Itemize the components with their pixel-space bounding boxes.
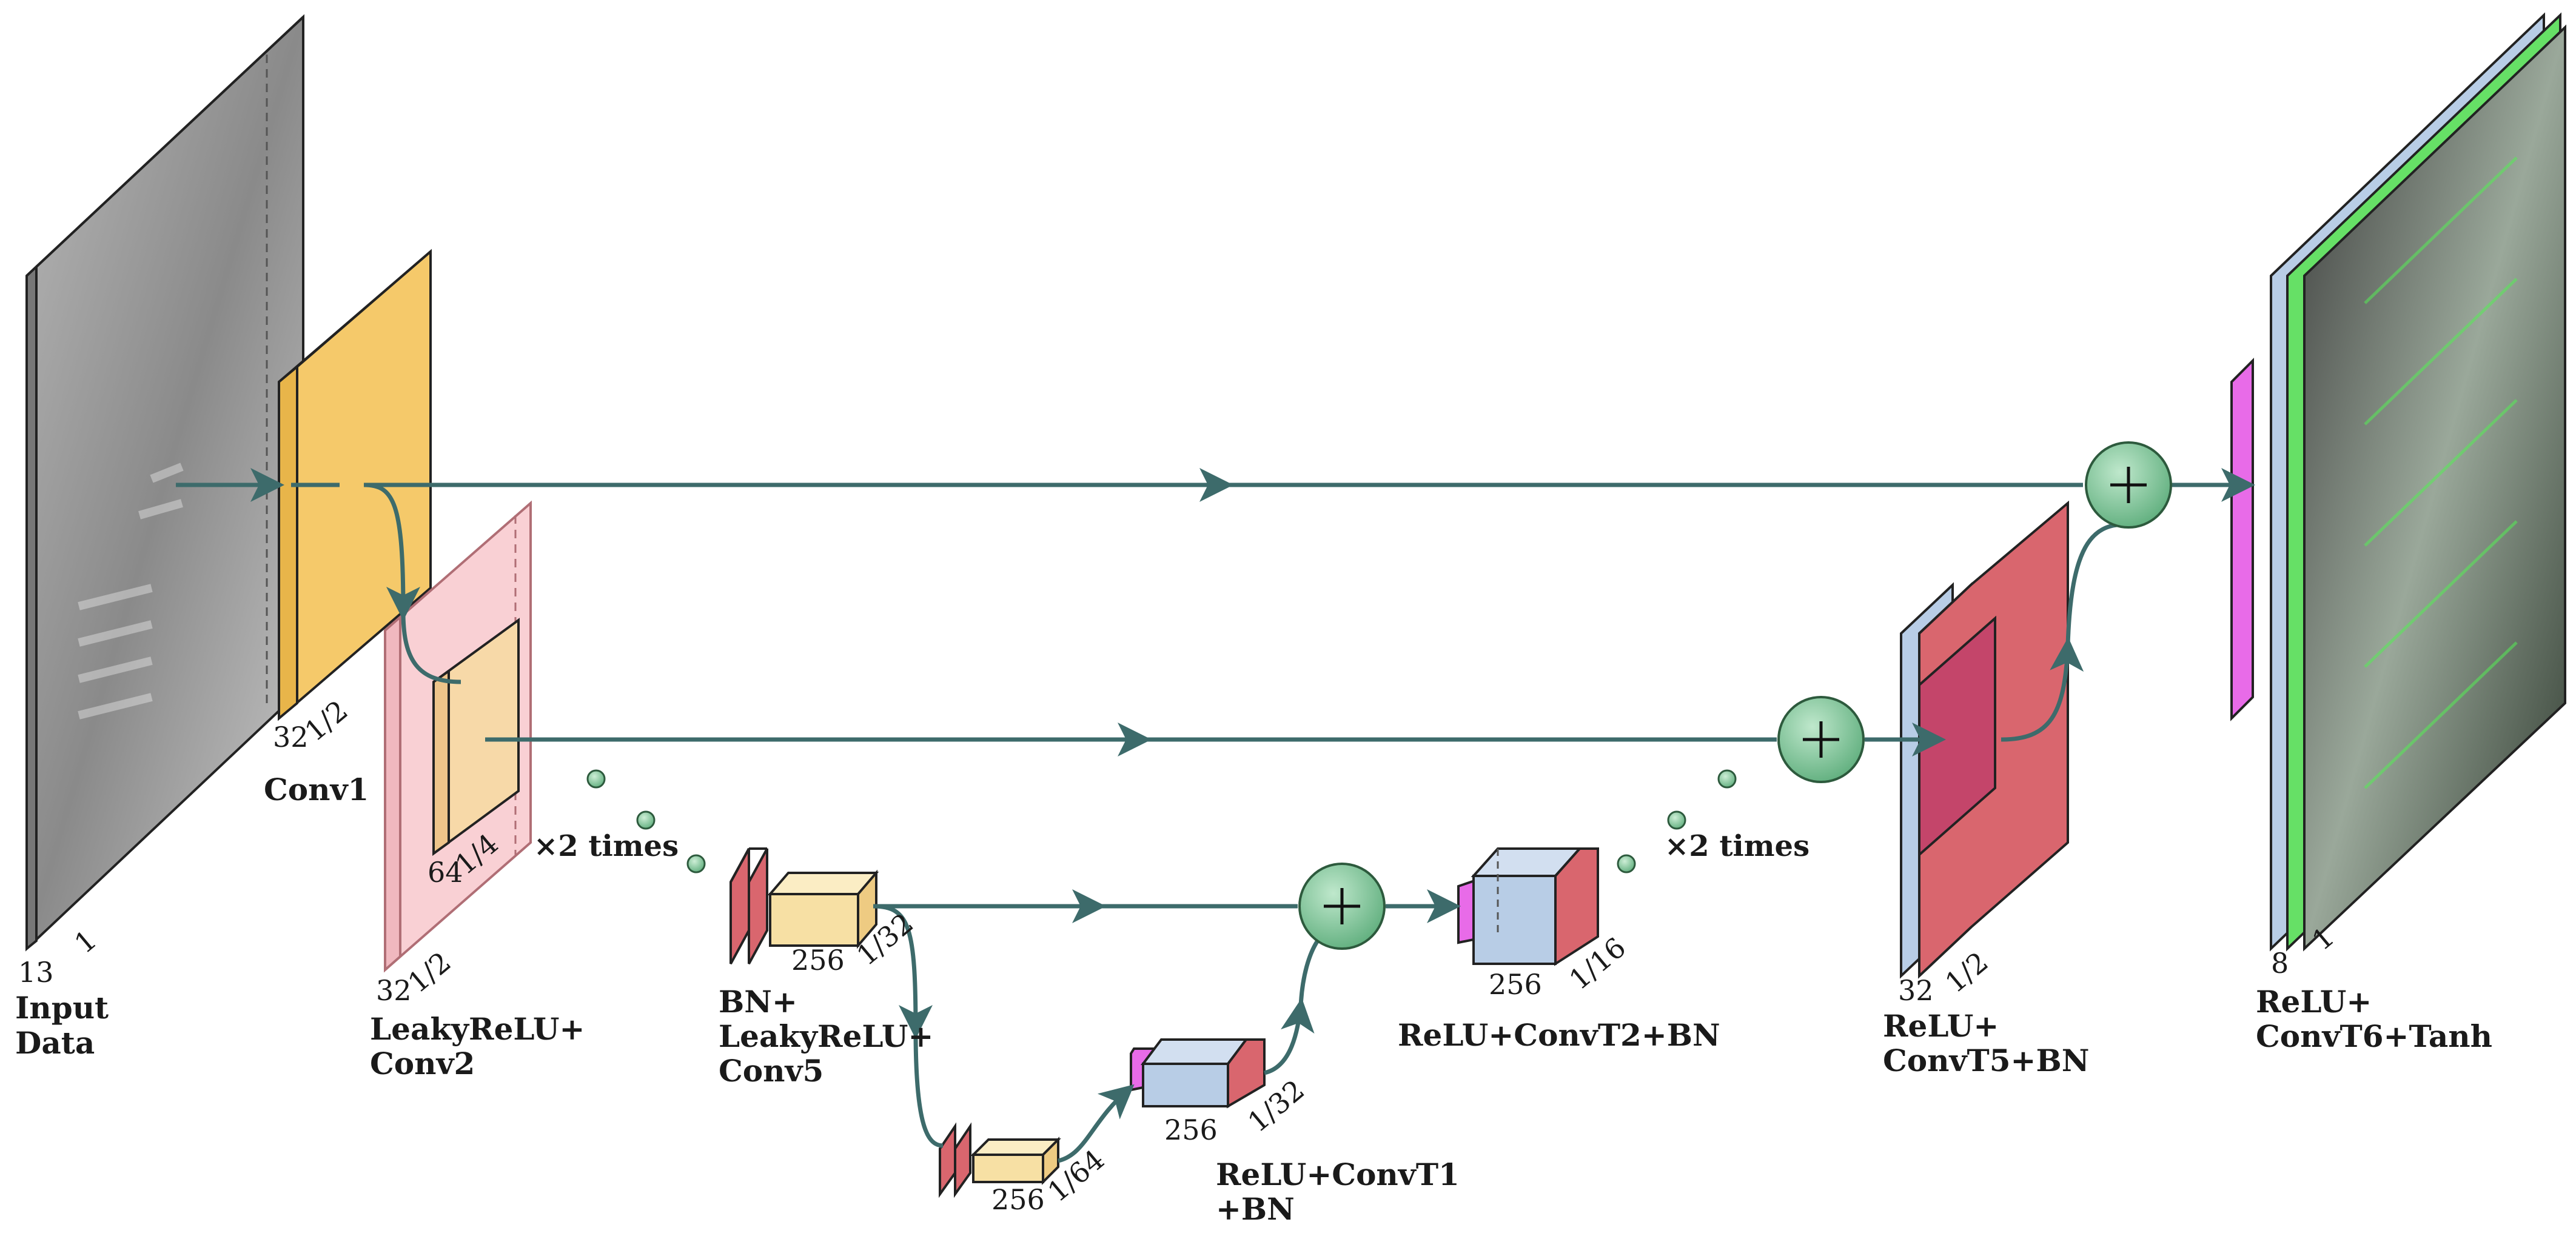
input-channels: 13 [18,956,54,989]
repeat-left-label: ×2 times [534,829,679,863]
conv1-label: Conv1 [264,772,369,807]
output-label-line1: ReLU+ [2256,984,2372,1020]
conv2-block [384,500,532,973]
down-path-arrows [873,904,1135,1163]
convT1-channels: 256 [1164,1114,1218,1146]
convT2-block [1457,847,1599,966]
output-block [2230,12,2566,952]
input-scale: 1 [68,923,102,960]
output-channels: 8 [2271,947,2289,980]
conv2-channels: 32 [376,974,412,1007]
input-data-block [25,14,304,952]
input-label-line1: Input [15,990,109,1026]
ellipsis-dots-left [586,769,706,873]
inner-channels: 64 [428,856,463,889]
conv5-label-line2: LeakyReLU+ [719,1018,933,1054]
input-label-line2: Data [15,1025,95,1061]
convT5-label-line1: ReLU+ [1883,1008,1999,1044]
convT1-label-line2: +BN [1216,1191,1295,1227]
conv5-channels: 256 [791,944,845,977]
convT2-channels: 256 [1489,968,1542,1001]
bottleneck-channels: 256 [991,1183,1045,1216]
convT2-label: ReLU+ConvT2+BN [1398,1017,1720,1053]
convT5-label-line2: ConvT5+BN [1883,1043,2089,1078]
repeat-right-label: ×2 times [1665,829,1810,863]
conv2-label-line2: Conv2 [370,1046,475,1081]
ellipsis-dots-right [1617,769,1737,873]
bottleneck-block [939,1122,1061,1198]
convT5-block [1900,500,2069,979]
convT1-label-line1: ReLU+ConvT1 [1216,1157,1460,1192]
convT5-scale: 1/2 [1939,945,1994,999]
conv1-channels: 32 [273,721,309,753]
sum-node-top [2085,441,2172,529]
conv5-label-line3: Conv5 [719,1053,823,1089]
output-label-line2: ConvT6+Tanh [2256,1018,2492,1054]
sum-node-mid [1777,696,1865,783]
skip-connection-mid [363,483,1946,756]
conv5-block [730,847,879,964]
sum-node-low [1298,863,1386,950]
convT5-channels: 32 [1898,974,1934,1007]
convT1-block [1130,1038,1266,1109]
conv2-label-line1: LeakyReLU+ [370,1011,585,1047]
conv5-label-line1: BN+ [719,984,797,1020]
